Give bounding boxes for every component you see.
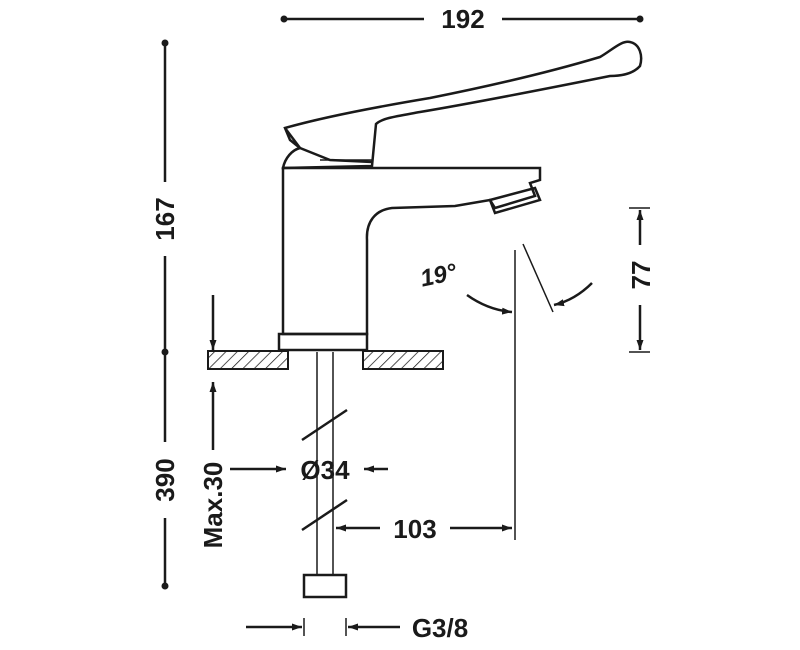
diameter-dimension: Ø34: [230, 455, 388, 485]
connection-dimension: G3/8: [246, 613, 468, 643]
max-thickness-label: Max.30: [198, 462, 228, 549]
reach-label: 103: [393, 514, 436, 544]
width-dimension: 192: [280, 4, 644, 34]
max-thickness-dimension: Max.30: [198, 295, 228, 548]
height-lower-label: 390: [150, 458, 180, 501]
width-label: 192: [441, 4, 484, 34]
supply-pipe: [301, 352, 348, 599]
angle-dimension: 19°: [418, 243, 593, 315]
lever-handle: [281, 40, 643, 170]
height-dimension: 167 390: [150, 39, 180, 590]
spout-height-label: 77: [626, 261, 656, 290]
height-body-label: 167: [150, 197, 180, 240]
faucet-body: [277, 166, 542, 352]
spout-height-dimension: 77: [626, 207, 656, 353]
connection-label: G3/8: [412, 613, 468, 643]
countertop: [207, 350, 444, 370]
diameter-label: Ø34: [300, 455, 350, 485]
angle-label: 19°: [418, 259, 460, 293]
reach-dimension: 103: [336, 250, 516, 544]
